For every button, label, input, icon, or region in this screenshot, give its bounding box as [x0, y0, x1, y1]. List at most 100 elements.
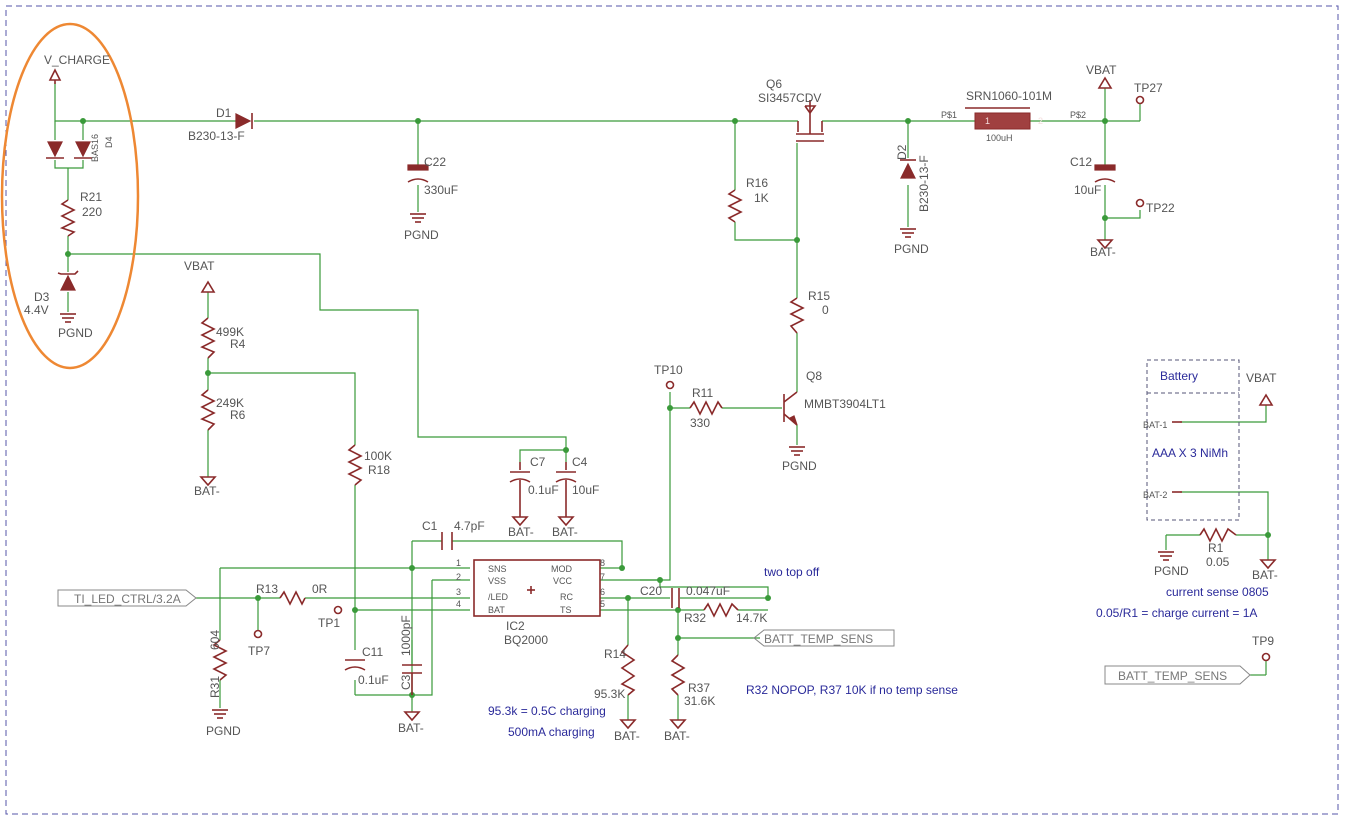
notes: two top off current sense 0805 0.05/R1 =… — [488, 565, 1269, 739]
label-tp7: TP7 — [248, 644, 270, 658]
label-r31-value: 604 — [208, 630, 222, 650]
net-batt-temp-2: BATT_TEMP_SENS — [1118, 669, 1227, 683]
label-vbat-2: VBAT — [184, 259, 215, 273]
label-ic2-value: BQ2000 — [504, 633, 548, 647]
label-d3: D3 — [34, 290, 50, 304]
ground-symbols — [60, 213, 1174, 719]
label-pin-rc: RC — [560, 592, 573, 602]
label-q6-value: SI3457CDV — [758, 91, 821, 105]
label-c22-value: 330uF — [424, 183, 458, 197]
label-r13: R13 — [256, 582, 278, 596]
label-aaa: AAA X 3 NiMh — [1152, 446, 1228, 460]
note-charge-current: 0.05/R1 = charge current = 1A — [1096, 606, 1257, 620]
label-r6-value: 249K — [216, 396, 244, 410]
label-r18: R18 — [368, 463, 390, 477]
battery-connector — [1146, 359, 1240, 521]
label-r21: R21 — [80, 190, 102, 204]
label-bat-minus-8: BAT- — [1252, 568, 1278, 582]
label-pin-5: 5 — [600, 599, 605, 609]
capacitor-c3 — [402, 664, 422, 695]
label-d4: D4 — [104, 136, 114, 148]
resistor-r32 — [703, 602, 739, 618]
diode-d2 — [900, 159, 916, 179]
zener-d3 — [57, 270, 79, 291]
label-r1-value: 0.05 — [1206, 555, 1230, 569]
label-pgnd-6: PGND — [1154, 564, 1189, 578]
label-pin-ts: TS — [560, 605, 572, 615]
label-r11: R11 — [692, 386, 713, 400]
label-pin-bat: BAT — [488, 605, 505, 615]
label-r32-value: 14.7K — [736, 611, 767, 625]
test-points — [253, 95, 1271, 662]
label-bat-minus-5: BAT- — [398, 721, 424, 735]
diode-d4 — [46, 141, 92, 159]
capacitor-c1 — [441, 532, 453, 550]
label-c12: C12 — [1070, 155, 1092, 169]
label-vbat-3: VBAT — [1246, 371, 1277, 385]
label-r31: R31 — [208, 676, 222, 698]
label-bat-minus-3: BAT- — [508, 525, 534, 539]
label-pgnd-4: PGND — [782, 459, 817, 473]
label-r32: R32 — [684, 611, 706, 625]
mosfet-q6 — [796, 100, 824, 142]
label-tp27: TP27 — [1134, 81, 1163, 95]
capacitor-c20 — [671, 588, 680, 608]
label-inductor: SRN1060-101M — [966, 89, 1052, 103]
component-labels: V_CHARGE D1 B230-13-F D4 BAS16 R21 220 D… — [24, 53, 1278, 743]
capacitor-c7 — [509, 462, 531, 517]
note-two-top-off: two top off — [764, 565, 820, 579]
label-r13-value: 0R — [312, 582, 328, 596]
label-c1-value: 4.7pF — [454, 519, 485, 533]
capacitor-c12 — [1094, 164, 1116, 183]
label-tp1: TP1 — [318, 616, 340, 630]
net-batt-temp-1: BATT_TEMP_SENS — [764, 632, 873, 646]
label-battery: Battery — [1160, 369, 1198, 383]
label-bat-minus-7: BAT- — [664, 729, 690, 743]
resistor-r1 — [1199, 527, 1237, 543]
note-r32-nopop: R32 NOPOP, R37 10K if no temp sense — [746, 683, 958, 697]
label-d2: D2 — [895, 144, 909, 160]
label-r37: R37 — [688, 681, 710, 695]
label-pin-vcc: VCC — [553, 576, 573, 586]
note-current-sense: current sense 0805 — [1166, 585, 1269, 599]
label-pin-6: 6 — [600, 587, 605, 597]
label-pin-3: 3 — [456, 587, 461, 597]
note-charging-05c: 95.3k = 0.5C charging — [488, 704, 606, 718]
label-bas16: BAS16 — [90, 134, 100, 162]
label-bat1: BAT-1 — [1143, 420, 1167, 430]
resistor-r14 — [620, 644, 636, 696]
label-pin-1: 1 — [456, 558, 461, 568]
label-r14-value: 95.3K — [594, 687, 625, 701]
resistor-r15 — [789, 297, 805, 334]
label-c7: C7 — [530, 455, 546, 469]
inductor-l — [965, 107, 1031, 130]
label-l-ps1: P$1 — [941, 110, 957, 120]
label-r14: R14 — [604, 647, 626, 661]
label-pin-4: 4 — [456, 599, 461, 609]
label-pin-sns: SNS — [488, 564, 507, 574]
label-pgnd-5: PGND — [206, 724, 241, 738]
label-bat-minus-6: BAT- — [614, 729, 640, 743]
resistor-r21 — [59, 199, 76, 237]
label-c20-value: 0.047uF — [686, 584, 730, 598]
label-q8: Q8 — [806, 369, 822, 383]
label-tp22: TP22 — [1146, 201, 1175, 215]
label-c3: C3 — [399, 674, 413, 690]
resistor-r16 — [727, 189, 743, 223]
resistor-r11 — [689, 400, 723, 416]
ic2-bq2000 — [473, 559, 601, 617]
label-bat-minus-1: BAT- — [1090, 245, 1116, 259]
transistor-q8 — [783, 391, 798, 426]
label-d3-value: 4.4V — [24, 303, 49, 317]
label-c4-value: 10uF — [572, 483, 599, 497]
resistor-r13 — [279, 590, 306, 606]
vbat-symbols — [200, 76, 1274, 406]
label-pin-7: 7 — [600, 572, 605, 582]
label-l-ps2: P$2 — [1070, 110, 1086, 120]
label-c7-value: 0.1uF — [528, 483, 559, 497]
label-r18-value: 100K — [364, 449, 392, 463]
label-pin-led: /LED — [488, 592, 509, 602]
label-c22: C22 — [424, 155, 446, 169]
label-c3-value: 1000pF — [399, 615, 413, 656]
